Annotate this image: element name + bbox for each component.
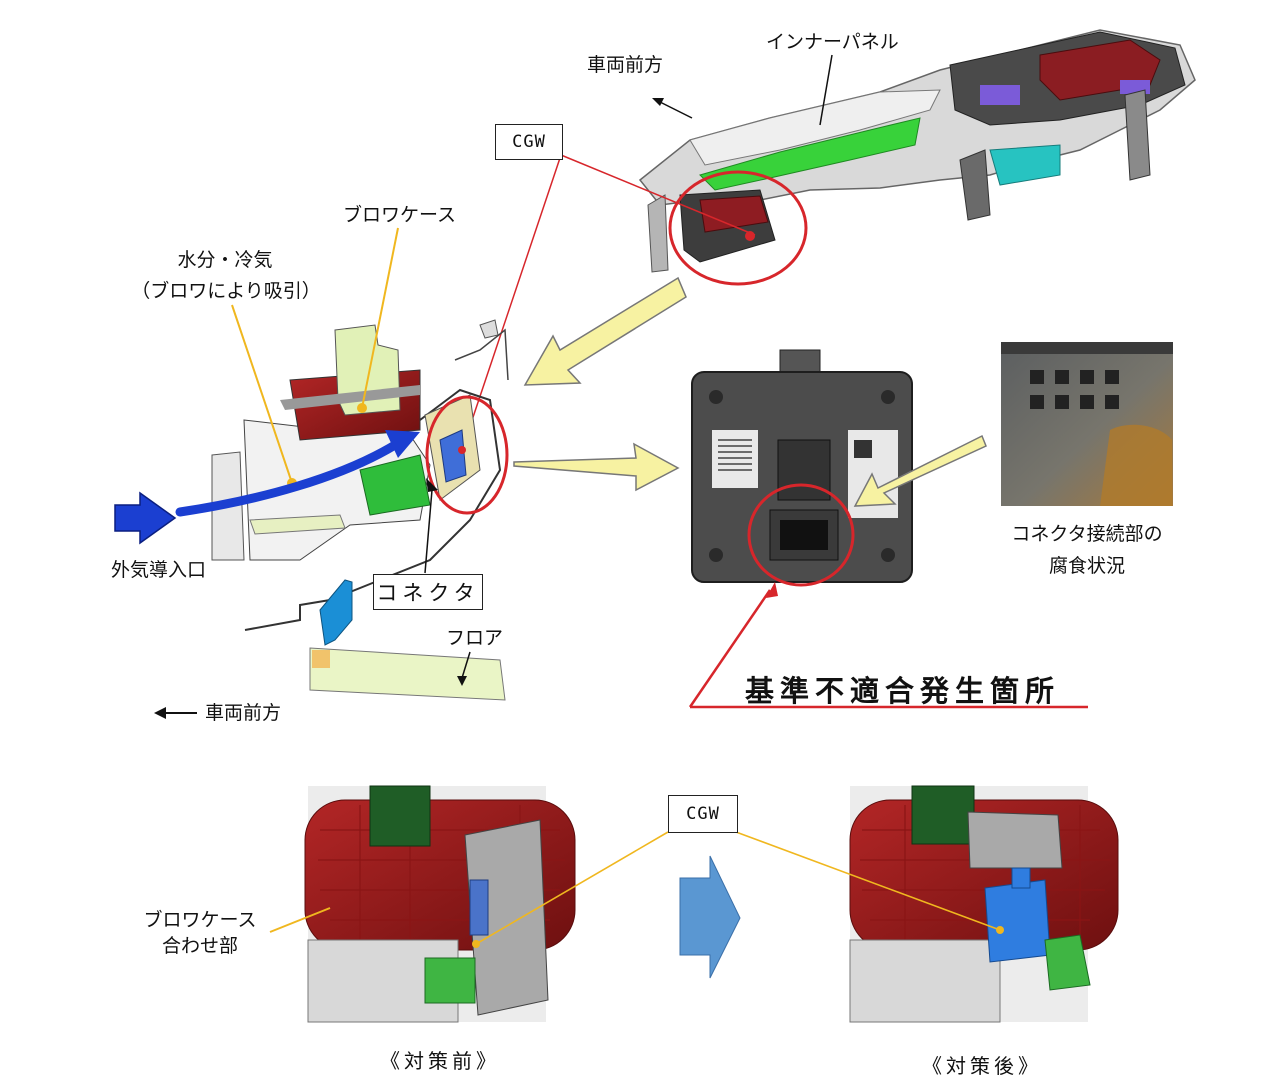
- corrosion-photo: [1001, 342, 1173, 506]
- cgw-after-leader: [735, 831, 1001, 931]
- moisture-label-line1: 水分・冷気: [177, 249, 273, 271]
- cgw-after-dot: [996, 926, 1004, 934]
- connector-leader: [424, 489, 433, 574]
- cgw-location-circle: [668, 170, 808, 286]
- nonconformity-heading: 基準不適合発生箇所: [745, 674, 1061, 708]
- connector-box: コネクタ: [373, 574, 483, 610]
- floor-label: フロア: [446, 627, 504, 649]
- cgw-before-leader: [475, 831, 669, 945]
- corrosion-label-line2: 腐食状況: [1048, 555, 1125, 577]
- airflow-path: [175, 440, 400, 517]
- floor-leader: [461, 651, 471, 679]
- before-illustration: [304, 785, 576, 1023]
- blower-case-leader: [361, 227, 399, 409]
- cgw-top-dot: [745, 231, 755, 241]
- blower-joint-label-line1: ブロワケース: [143, 909, 257, 931]
- connector-dot: [458, 446, 466, 454]
- cgw-top-leader: [560, 154, 756, 236]
- zoom-arrow-top: [523, 276, 687, 386]
- air-inlet-label: 外気導入口: [111, 559, 207, 581]
- blower-case-label: ブロワケース: [343, 204, 457, 226]
- blower-case-dot: [357, 403, 367, 413]
- moisture-label-line2: （ブロワにより吸引）: [131, 280, 321, 302]
- cgw-top-box: CGW: [495, 124, 563, 160]
- corrosion-arrow: [853, 434, 987, 507]
- front-direction-arrowhead: [652, 98, 664, 106]
- front-direction-bottom-label: 車両前方: [205, 702, 282, 724]
- left-arrow-icon-head: [154, 707, 166, 719]
- connector-location-circle: [425, 395, 509, 515]
- right-arrow-icon: [679, 855, 741, 979]
- blower-joint-label-line2: 合わせ部: [161, 935, 238, 957]
- blower-joint-leader: [269, 907, 331, 933]
- cgw-module-illustration: [691, 349, 913, 583]
- connector-closeup-circle: [747, 483, 855, 587]
- after-caption: 《対策後》: [922, 1054, 1042, 1078]
- moisture-leader: [231, 304, 293, 484]
- inner-panel-leader: [819, 54, 833, 126]
- inner-panel-label: インナーパネル: [766, 31, 899, 53]
- cgw-to-section-leader: [461, 154, 562, 451]
- front-direction-arrow-line: [655, 99, 693, 119]
- nonconformity-arrowhead: [766, 582, 778, 598]
- after-illustration: [849, 785, 1119, 1023]
- airflow-arrowhead: [385, 430, 420, 458]
- cgw-bottom-box: CGW: [668, 795, 738, 833]
- nonconformity-pointer: [688, 589, 772, 708]
- before-caption: 《対策前》: [380, 1049, 500, 1073]
- corrosion-label-line1: コネクタ接続部の: [1011, 523, 1163, 545]
- zoom-arrow-right: [513, 442, 680, 492]
- floor-arrowhead: [457, 676, 467, 686]
- air-inlet-arrow: [114, 491, 177, 545]
- instrument-panel-illustration: [638, 29, 1196, 273]
- cgw-before-dot: [472, 940, 480, 948]
- front-direction-top-label: 車両前方: [587, 54, 664, 76]
- connector-arrowhead: [426, 478, 438, 492]
